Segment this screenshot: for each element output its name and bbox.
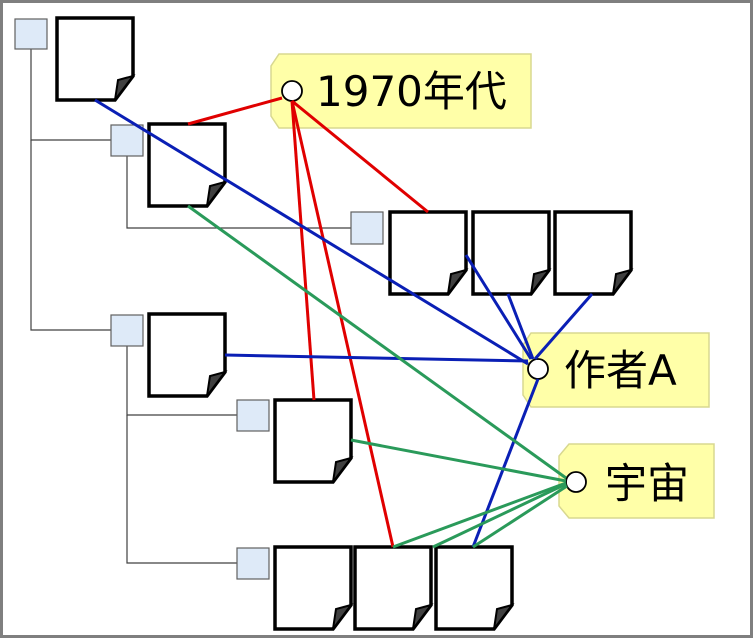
document-icon[interactable] — [55, 16, 135, 102]
tag-era[interactable]: 1970年代 — [270, 53, 532, 129]
topic-links — [187, 204, 568, 549]
folder-tree-lines — [30, 49, 351, 564]
tag-topic[interactable]: 宇宙 — [558, 443, 715, 519]
folder-icon[interactable] — [350, 211, 384, 245]
tag-topic-label: 宇宙 — [605, 459, 689, 508]
folder-icon[interactable] — [110, 124, 144, 157]
tag-author[interactable]: 作者A — [522, 332, 710, 408]
author-links — [94, 98, 594, 548]
folder-icon[interactable] — [110, 314, 144, 347]
document-icon[interactable] — [147, 312, 227, 398]
document-icon[interactable] — [147, 122, 227, 208]
tag-network-diagram: 1970年代 作者A 宇宙 — [14, 16, 715, 631]
folder-icons — [14, 18, 384, 580]
folder-icon[interactable] — [236, 547, 270, 580]
document-icon[interactable] — [553, 210, 633, 296]
folder-icon[interactable] — [236, 399, 270, 432]
document-icon[interactable] — [388, 210, 468, 296]
document-icon[interactable] — [434, 545, 514, 631]
document-icon[interactable] — [273, 545, 353, 631]
document-icon[interactable] — [273, 398, 353, 484]
tag-era-label: 1970年代 — [316, 67, 507, 116]
document-icon[interactable] — [353, 545, 433, 631]
era-links — [187, 96, 429, 548]
tag-author-label: 作者A — [564, 346, 677, 395]
folder-icon[interactable] — [14, 18, 48, 50]
